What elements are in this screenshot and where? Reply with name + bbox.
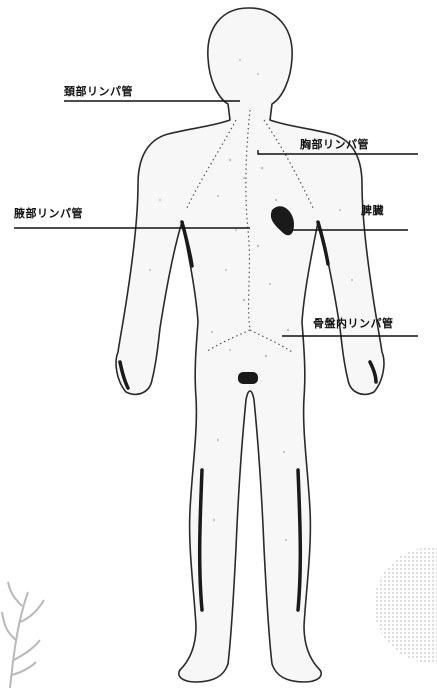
leaf-sprig-decoration [2,582,44,688]
spleen-label: 脾臓 [361,205,384,216]
human-body-silhouette [116,8,384,682]
chest-lymph-label: 胸部リンパ管 [300,139,369,150]
groin-mark [238,372,258,384]
neck-lymph-label: 頚部リンパ管 [64,86,133,97]
axillary-lymph-label: 腋部リンパ管 [14,208,83,219]
halftone-circle-decoration [374,547,437,663]
pelvic-lymph-label: 骨盤内リンパ管 [313,318,394,329]
